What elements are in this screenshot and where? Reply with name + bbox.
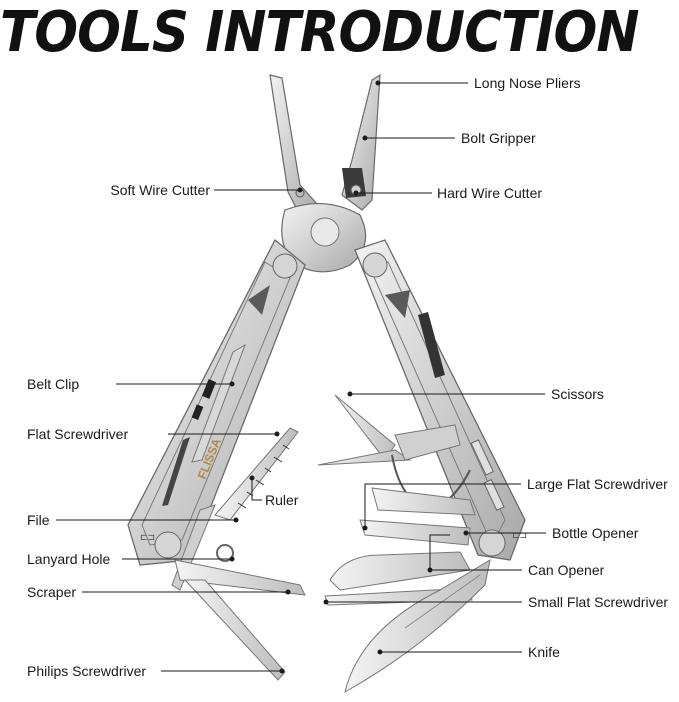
long-nose-pliers-jaws xyxy=(269,73,381,216)
pivot-hub xyxy=(281,202,367,273)
label-can-opener: Can Opener xyxy=(528,562,605,578)
svg-text:⊏⊐: ⊏⊐ xyxy=(512,530,527,540)
left-tools xyxy=(171,427,306,681)
label-large-flat-screwdriver: Large Flat Screwdriver xyxy=(527,476,668,492)
label-belt-clip: Belt Clip xyxy=(27,376,80,392)
label-small-flat-screwdriver: Small Flat Screwdriver xyxy=(528,594,669,610)
label-hard-wire-cutter: Hard Wire Cutter xyxy=(437,185,543,201)
label-flat-screwdriver: Flat Screwdriver xyxy=(27,426,129,442)
label-soft-wire-cutter: Soft Wire Cutter xyxy=(110,182,210,198)
label-file: File xyxy=(27,512,50,528)
left-handle: FLISSA ⊏⊐ xyxy=(127,238,306,566)
svg-text:⊏⊐: ⊏⊐ xyxy=(140,532,155,542)
label-ruler: Ruler xyxy=(265,492,299,508)
right-tools xyxy=(317,394,491,693)
label-bottle-opener: Bottle Opener xyxy=(552,525,639,541)
right-handle: ⊏⊐ xyxy=(354,239,527,561)
label-knife: Knife xyxy=(528,644,560,660)
leader-lines xyxy=(56,80,546,674)
page-title: TOOLS INTRODUCTION xyxy=(0,0,640,65)
label-scraper: Scraper xyxy=(27,584,77,600)
label-scissors: Scissors xyxy=(551,386,604,402)
label-philips-screwdriver: Philips Screwdriver xyxy=(27,663,147,679)
label-long-nose-pliers: Long Nose Pliers xyxy=(474,75,581,91)
label-lanyard-hole: Lanyard Hole xyxy=(27,551,111,567)
label-bolt-gripper: Bolt Gripper xyxy=(461,130,536,146)
